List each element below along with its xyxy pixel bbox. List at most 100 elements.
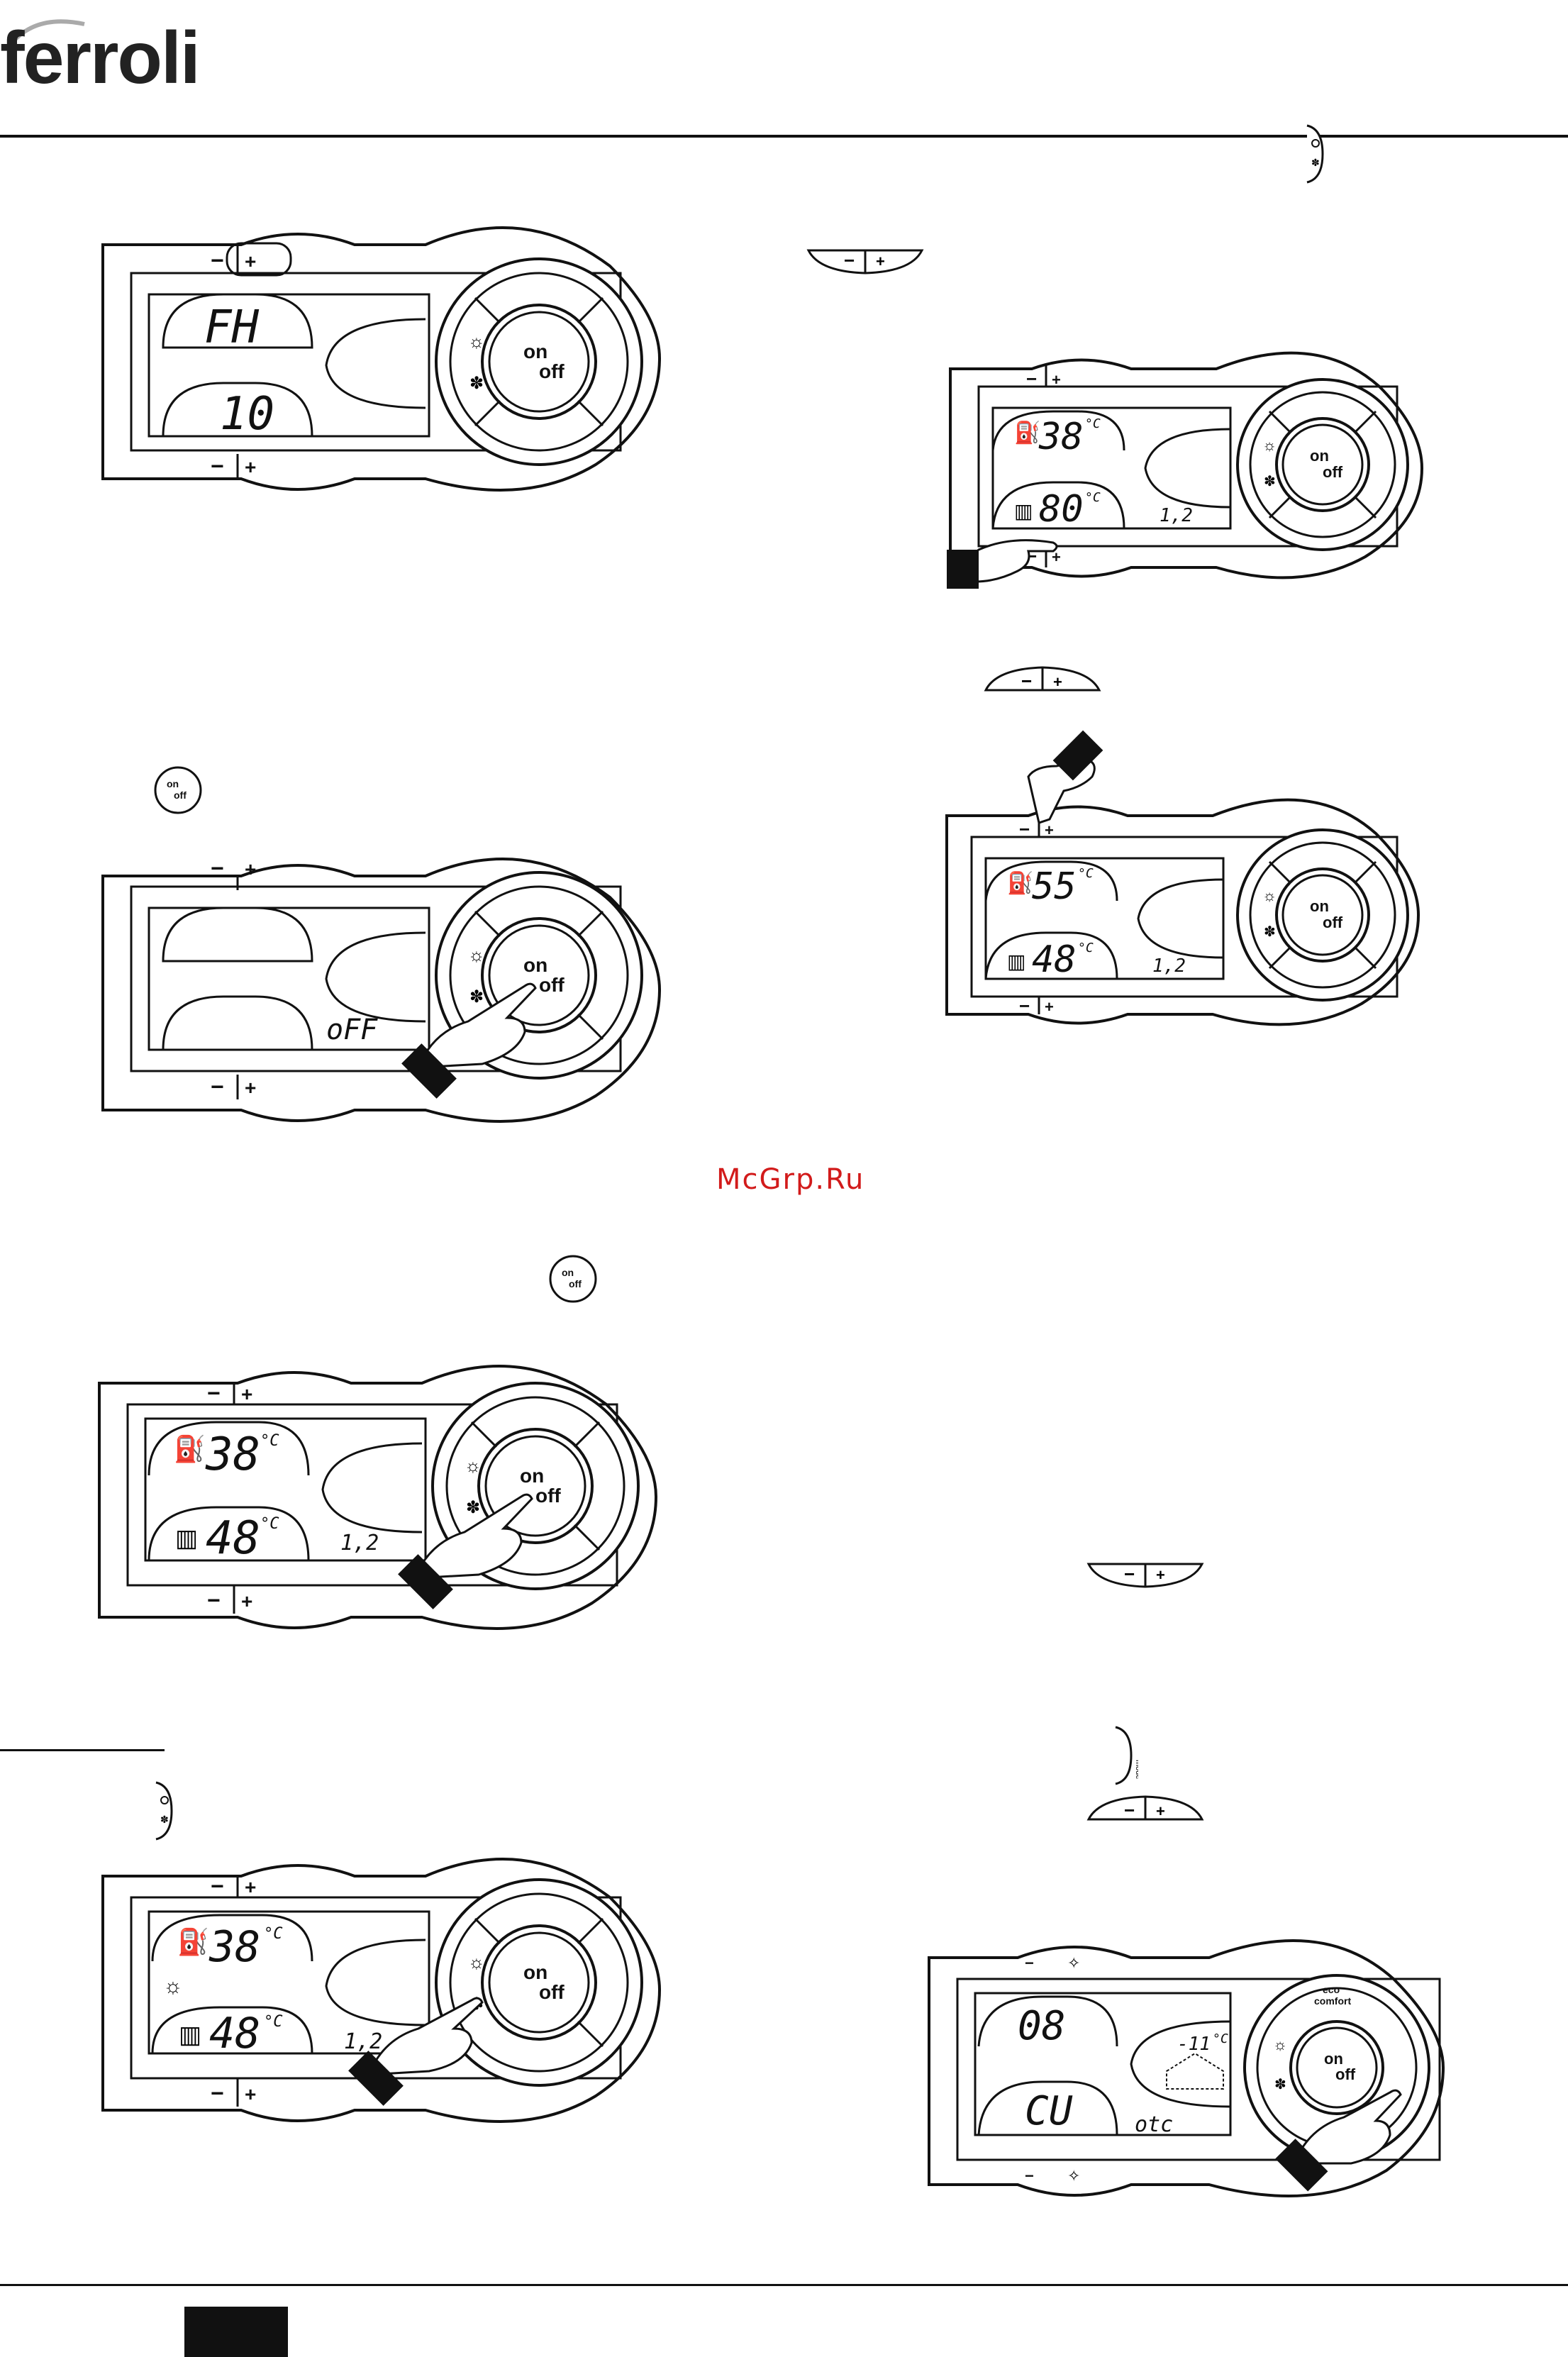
lcd-pressure: 1,2: [340, 1531, 379, 1555]
svg-text:comfort: comfort: [1314, 1995, 1351, 2007]
svg-text:on: on: [562, 1267, 574, 1278]
display-panel-7: 08 CU otc -11 °C − ✧ − ✧ eco comfort ☼ ✽…: [925, 1915, 1450, 2220]
snowflake-icon: ✽: [469, 374, 484, 393]
svg-text:−: −: [211, 453, 224, 479]
svg-text:off: off: [174, 789, 187, 801]
svg-text:+: +: [245, 250, 256, 272]
hand-pointer-icon: [1027, 730, 1103, 824]
svg-text:−: −: [1019, 995, 1030, 1016]
minus-plus-key-icon: − +: [1085, 1791, 1206, 1830]
svg-text:off: off: [1323, 463, 1343, 481]
brand-logo: ferroli: [0, 17, 201, 99]
svg-text:off: off: [539, 1981, 565, 2003]
tap-icon: ⛽: [1014, 420, 1040, 445]
radiator-icon: ▥: [1014, 500, 1033, 522]
svg-text:mode: mode: [1134, 1760, 1138, 1780]
svg-text:−: −: [844, 250, 855, 271]
display-panel-2: oFF − + − + ☼ ✽ on off: [99, 848, 667, 1146]
outside-temp: -11: [1177, 2034, 1211, 2055]
lcd-top-value: 38: [208, 1922, 260, 1972]
svg-text:on: on: [520, 1465, 544, 1487]
minus-plus-key-icon: − +: [1085, 1557, 1206, 1596]
display-panel-5: ⛽ 38 °C ▥ 80 °C 1,2 − + − + ☼ ✽ on off: [947, 344, 1429, 599]
svg-text:+: +: [1045, 998, 1054, 1016]
sun-icon: ☼: [1273, 2036, 1287, 2053]
snowflake-icon: ✽: [469, 987, 484, 1006]
tap-icon: ⛽: [174, 1434, 206, 1463]
svg-text:°C: °C: [1085, 416, 1101, 431]
minus-plus-key-icon: − +: [982, 662, 1103, 701]
svg-text:on: on: [523, 954, 547, 976]
svg-text:✧: ✧: [1067, 2167, 1080, 2185]
lcd-pressure: 1,2: [1152, 955, 1186, 977]
svg-text:°C: °C: [264, 1925, 283, 1943]
svg-text:−: −: [207, 1587, 221, 1613]
svg-text:+: +: [241, 1383, 252, 1405]
svg-text:−: −: [211, 1873, 224, 1899]
svg-text:+: +: [1045, 821, 1054, 839]
svg-text:°C: °C: [1213, 2031, 1228, 2046]
svg-text:+: +: [1052, 371, 1061, 389]
svg-text:✽: ✽: [1311, 157, 1320, 168]
house-icon: [1166, 2052, 1224, 2090]
snowflake-icon: ✽: [1264, 474, 1276, 489]
svg-text:off: off: [535, 1485, 561, 1507]
lcd-bottom-value: CU: [1025, 2088, 1073, 2134]
svg-text:on: on: [1324, 2050, 1343, 2068]
svg-text:+: +: [1156, 1802, 1165, 1820]
svg-text:+: +: [1052, 548, 1061, 566]
watermark: McGrp.Ru: [716, 1163, 865, 1196]
sun-icon: ☼: [1262, 436, 1277, 454]
radiator-icon: ▥: [179, 2022, 201, 2048]
svg-text:+: +: [245, 1077, 256, 1099]
lcd-mode: otc: [1135, 2112, 1173, 2137]
svg-text:°C: °C: [1085, 490, 1101, 505]
svg-text:−: −: [1025, 2167, 1034, 2185]
hand-pointer-icon: [348, 1997, 484, 2106]
section-underline: [0, 1749, 165, 1751]
mode-key-icon: mode: [1110, 1724, 1142, 1791]
svg-text:off: off: [1323, 914, 1343, 931]
svg-text:on: on: [167, 778, 179, 789]
svg-text:on: on: [1310, 447, 1329, 465]
display-panel-1: FH 10 − + − + ☼ ✽ on off: [99, 216, 667, 514]
lcd-status: oFF: [326, 1014, 378, 1046]
svg-text:−: −: [211, 855, 224, 881]
lcd-bottom-value: 10: [220, 388, 274, 440]
svg-text:+: +: [1053, 673, 1062, 691]
lcd-top-value: 08: [1018, 2003, 1065, 2049]
svg-text:°C: °C: [260, 1515, 279, 1533]
svg-text:−: −: [211, 248, 224, 273]
svg-text:+: +: [245, 2083, 256, 2105]
footer-rule: [0, 2284, 1568, 2286]
svg-text:−: −: [1019, 819, 1030, 840]
svg-text:−: −: [1026, 368, 1037, 389]
svg-text:−: −: [1124, 1799, 1135, 1821]
logo-swoosh: [10, 14, 88, 46]
sun-icon: ☼: [468, 331, 485, 352]
snowflake-icon: ✽: [1274, 2077, 1286, 2092]
lcd-pressure: 1,2: [1160, 505, 1193, 526]
display-panel-3: ⛽ 38 °C ▥ 48 °C 1,2 − + − + ☼ ✽ on off: [96, 1355, 663, 1653]
svg-text:✧: ✧: [1067, 1954, 1080, 1972]
svg-text:on: on: [523, 1961, 547, 1983]
sun-icon: ☼: [1262, 887, 1277, 904]
lcd-bottom-value: 80: [1039, 488, 1084, 531]
tap-icon: ⛽: [177, 1927, 209, 1956]
svg-text:+: +: [241, 1590, 252, 1612]
snowflake-icon: ✽: [1264, 924, 1276, 940]
svg-text:✽: ✽: [160, 1814, 169, 1825]
sun-icon: ☼: [468, 944, 485, 965]
lcd-top-value: FH: [204, 301, 260, 354]
hand-pointer-icon: [947, 539, 1058, 589]
svg-text:°C: °C: [1078, 866, 1094, 881]
display-panel-4: ⛽ 38 °C ☼ ▥ 48 °C 1,2 − + − + ☼ ✽ on off: [99, 1848, 667, 2146]
hand-pointer-icon: [398, 1493, 533, 1609]
on-off-key-icon: on off: [152, 765, 204, 819]
svg-text:−: −: [1021, 670, 1032, 692]
svg-text:off: off: [539, 360, 565, 382]
tap-icon: ⛽: [1007, 870, 1033, 895]
svg-text:−: −: [1025, 1954, 1034, 1972]
svg-text:+: +: [876, 253, 885, 270]
svg-text:on: on: [523, 340, 547, 362]
